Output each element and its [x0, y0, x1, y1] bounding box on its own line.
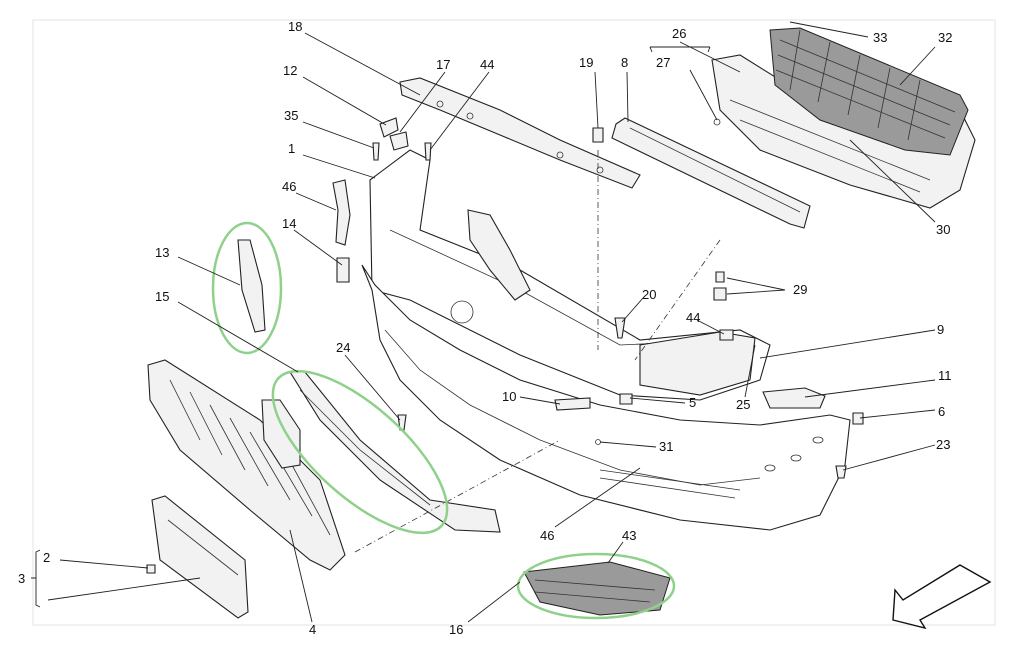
highlight-part-13 [211, 221, 283, 355]
label-15: 15 [155, 289, 169, 304]
label-44-top: 44 [480, 57, 494, 72]
part-8-impact-bar [611, 117, 811, 229]
label-32: 32 [938, 30, 952, 45]
label-1: 1 [288, 141, 295, 156]
part-13-side-bracket [237, 239, 266, 333]
label-29: 29 [793, 282, 807, 297]
direction-arrow-icon [892, 564, 992, 630]
label-12: 12 [283, 63, 297, 78]
label-20: 20 [642, 287, 656, 302]
label-30: 30 [936, 222, 950, 237]
part-26-32-upper-grille [711, 27, 976, 209]
part-number-labels: 18 17 44 12 35 1 46 14 13 15 24 19 8 26 … [18, 19, 952, 637]
label-14: 14 [282, 216, 296, 231]
label-6: 6 [938, 404, 945, 419]
part-15-lower-insert [289, 371, 501, 533]
fasteners [146, 117, 864, 574]
part-18-upper-bracket [399, 77, 641, 189]
part-4-side-grille [147, 359, 346, 571]
leader-lines [31, 21, 936, 623]
label-10: 10 [502, 389, 516, 404]
label-4: 4 [309, 622, 316, 637]
bumper-cover [361, 264, 851, 531]
highlight-part-16 [516, 552, 676, 620]
label-24: 24 [336, 340, 350, 355]
label-5: 5 [689, 395, 696, 410]
label-8: 8 [621, 55, 628, 70]
bracket-center-left [261, 399, 301, 469]
label-3: 3 [18, 571, 25, 586]
label-26: 26 [672, 26, 686, 41]
label-27: 27 [656, 55, 670, 70]
label-46-top: 46 [282, 179, 296, 194]
label-2: 2 [43, 550, 50, 565]
label-31: 31 [659, 439, 673, 454]
label-43: 43 [622, 528, 636, 543]
label-35: 35 [284, 108, 298, 123]
centre-lines [354, 150, 721, 553]
label-18: 18 [288, 19, 302, 34]
highlight-part-15 [271, 369, 449, 535]
label-19: 19 [579, 55, 593, 70]
part-46-side-trim [332, 179, 351, 246]
label-46-bottom: 46 [540, 528, 554, 543]
label-33: 33 [873, 30, 887, 45]
part-3-plate-holder [151, 495, 249, 619]
label-9: 9 [937, 322, 944, 337]
label-25: 25 [736, 397, 750, 412]
label-17: 17 [436, 57, 450, 72]
label-16: 16 [449, 622, 463, 637]
label-23: 23 [936, 437, 950, 452]
highlight-marks [211, 221, 676, 620]
part-16-fog-grille [523, 561, 671, 616]
diagram-frame [32, 19, 996, 626]
part-11-reflector-bracket [762, 387, 826, 409]
label-44-mid: 44 [686, 310, 700, 325]
label-13: 13 [155, 245, 169, 260]
label-11: 11 [938, 368, 952, 383]
